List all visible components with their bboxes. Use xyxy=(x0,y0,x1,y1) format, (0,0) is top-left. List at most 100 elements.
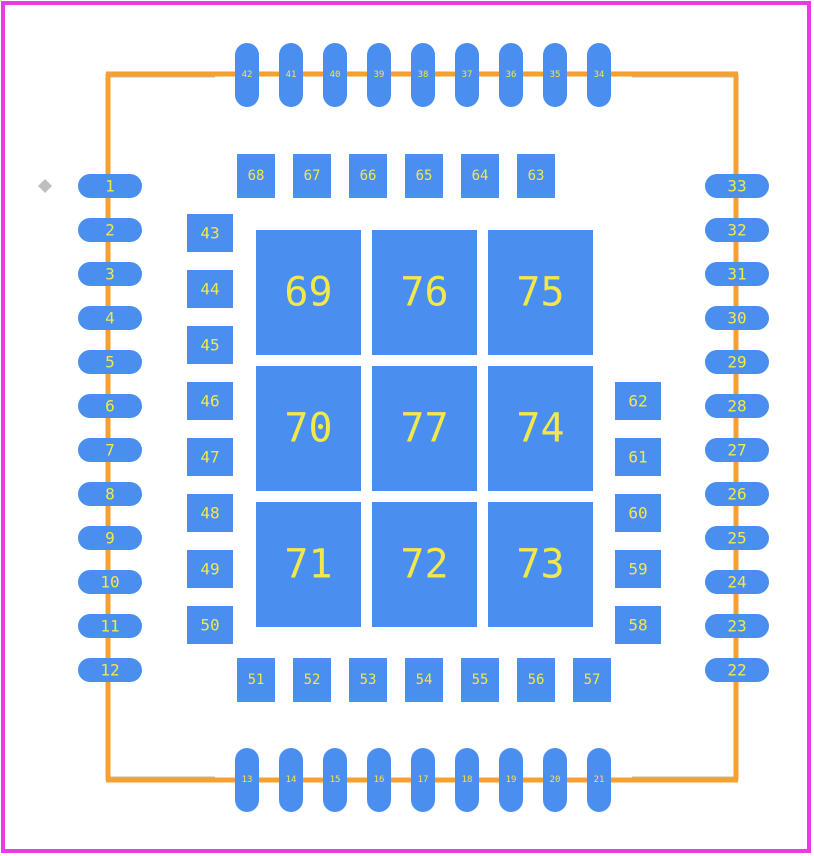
pad-43[interactable]: 43 xyxy=(187,214,233,252)
pad-64-label: 64 xyxy=(472,168,489,184)
pin-34-shape xyxy=(587,43,611,107)
pad-44[interactable]: 44 xyxy=(187,270,233,308)
pad-54[interactable]: 54 xyxy=(405,658,443,702)
pin-12-shape xyxy=(78,658,142,682)
pad-58[interactable]: 58 xyxy=(615,606,661,644)
thermal-pad-73[interactable]: 73 xyxy=(488,502,593,627)
pin-27[interactable]: 27 xyxy=(705,438,769,462)
pad-51[interactable]: 51 xyxy=(237,658,275,702)
pin-32[interactable]: 32 xyxy=(705,218,769,242)
thermal-pad-75[interactable]: 75 xyxy=(488,230,593,355)
pad-61[interactable]: 61 xyxy=(615,438,661,476)
pin-29[interactable]: 29 xyxy=(705,350,769,374)
pad-59[interactable]: 59 xyxy=(615,550,661,588)
pad-67[interactable]: 67 xyxy=(293,154,331,198)
pad-62[interactable]: 62 xyxy=(615,382,661,420)
pin-6[interactable]: 6 xyxy=(78,394,142,418)
thermal-pad-71[interactable]: 71 xyxy=(256,502,361,627)
pin-36[interactable]: 36 xyxy=(499,43,523,107)
pin-7[interactable]: 7 xyxy=(78,438,142,462)
thermal-pad-77[interactable]: 77 xyxy=(372,366,477,491)
pin-3[interactable]: 3 xyxy=(78,262,142,286)
pin-28[interactable]: 28 xyxy=(705,394,769,418)
pin-33[interactable]: 33 xyxy=(705,174,769,198)
pin-22[interactable]: 22 xyxy=(705,658,769,682)
pin-40[interactable]: 40 xyxy=(323,43,347,107)
pin-30-shape xyxy=(705,306,769,330)
pin-5-label: 5 xyxy=(105,353,115,372)
pin-29-label: 29 xyxy=(727,353,746,372)
pin-37-label: 37 xyxy=(462,70,473,80)
pin-4-label: 4 xyxy=(105,309,115,328)
pad-52[interactable]: 52 xyxy=(293,658,331,702)
pin-30[interactable]: 30 xyxy=(705,306,769,330)
thermal-pad-72-label: 72 xyxy=(400,542,448,588)
pin-1[interactable]: 1 xyxy=(78,174,142,198)
pin-16[interactable]: 16 xyxy=(367,748,391,812)
pin-38[interactable]: 38 xyxy=(411,43,435,107)
pad-67-label: 67 xyxy=(304,168,321,184)
pin-15[interactable]: 15 xyxy=(323,748,347,812)
pad-50-label: 50 xyxy=(200,616,219,635)
pad-57[interactable]: 57 xyxy=(573,658,611,702)
thermal-pad-69-shape xyxy=(256,230,361,355)
pin-11[interactable]: 11 xyxy=(78,614,142,638)
pad-60[interactable]: 60 xyxy=(615,494,661,532)
pad-68[interactable]: 68 xyxy=(237,154,275,198)
pin-7-label: 7 xyxy=(105,441,115,460)
pad-63[interactable]: 63 xyxy=(517,154,555,198)
pad-61-shape xyxy=(615,438,661,476)
pad-55[interactable]: 55 xyxy=(461,658,499,702)
pin-24-shape xyxy=(705,570,769,594)
pin-31[interactable]: 31 xyxy=(705,262,769,286)
pin-8-label: 8 xyxy=(105,485,115,504)
pin-5[interactable]: 5 xyxy=(78,350,142,374)
pad-50[interactable]: 50 xyxy=(187,606,233,644)
pad-45[interactable]: 45 xyxy=(187,326,233,364)
pin-39[interactable]: 39 xyxy=(367,43,391,107)
pin-12[interactable]: 12 xyxy=(78,658,142,682)
pad-56[interactable]: 56 xyxy=(517,658,555,702)
pin-25[interactable]: 25 xyxy=(705,526,769,550)
pin-4[interactable]: 4 xyxy=(78,306,142,330)
pin-37[interactable]: 37 xyxy=(455,43,479,107)
thermal-pad-74[interactable]: 74 xyxy=(488,366,593,491)
pad-47[interactable]: 47 xyxy=(187,438,233,476)
pin-38-shape xyxy=(411,43,435,107)
pin-17[interactable]: 17 xyxy=(411,748,435,812)
pad-66[interactable]: 66 xyxy=(349,154,387,198)
pin-9[interactable]: 9 xyxy=(78,526,142,550)
pad-53[interactable]: 53 xyxy=(349,658,387,702)
pin-23[interactable]: 23 xyxy=(705,614,769,638)
pin-21[interactable]: 21 xyxy=(587,748,611,812)
thermal-pad-75-shape xyxy=(488,230,593,355)
pin-27-shape xyxy=(705,438,769,462)
pin-26[interactable]: 26 xyxy=(705,482,769,506)
pad-64[interactable]: 64 xyxy=(461,154,499,198)
pad-65[interactable]: 65 xyxy=(405,154,443,198)
pin-10[interactable]: 10 xyxy=(78,570,142,594)
pin-23-label: 23 xyxy=(727,617,746,636)
pin-20[interactable]: 20 xyxy=(543,748,567,812)
pin-35[interactable]: 35 xyxy=(543,43,567,107)
pin-41[interactable]: 41 xyxy=(279,43,303,107)
pin-18[interactable]: 18 xyxy=(455,748,479,812)
thermal-pad-72[interactable]: 72 xyxy=(372,502,477,627)
pad-48[interactable]: 48 xyxy=(187,494,233,532)
pad-46[interactable]: 46 xyxy=(187,382,233,420)
pin-13[interactable]: 13 xyxy=(235,748,259,812)
thermal-pad-69[interactable]: 69 xyxy=(256,230,361,355)
thermal-pad-70[interactable]: 70 xyxy=(256,366,361,491)
pin-2[interactable]: 2 xyxy=(78,218,142,242)
pin-42[interactable]: 42 xyxy=(235,43,259,107)
pin-8-shape xyxy=(78,482,142,506)
pin-14[interactable]: 14 xyxy=(279,748,303,812)
pin-24[interactable]: 24 xyxy=(705,570,769,594)
pin-13-shape xyxy=(235,748,259,812)
pin-8[interactable]: 8 xyxy=(78,482,142,506)
thermal-pad-76[interactable]: 76 xyxy=(372,230,477,355)
pin-19[interactable]: 19 xyxy=(499,748,523,812)
pin-3-shape xyxy=(78,262,142,286)
pad-49[interactable]: 49 xyxy=(187,550,233,588)
pin-34[interactable]: 34 xyxy=(587,43,611,107)
